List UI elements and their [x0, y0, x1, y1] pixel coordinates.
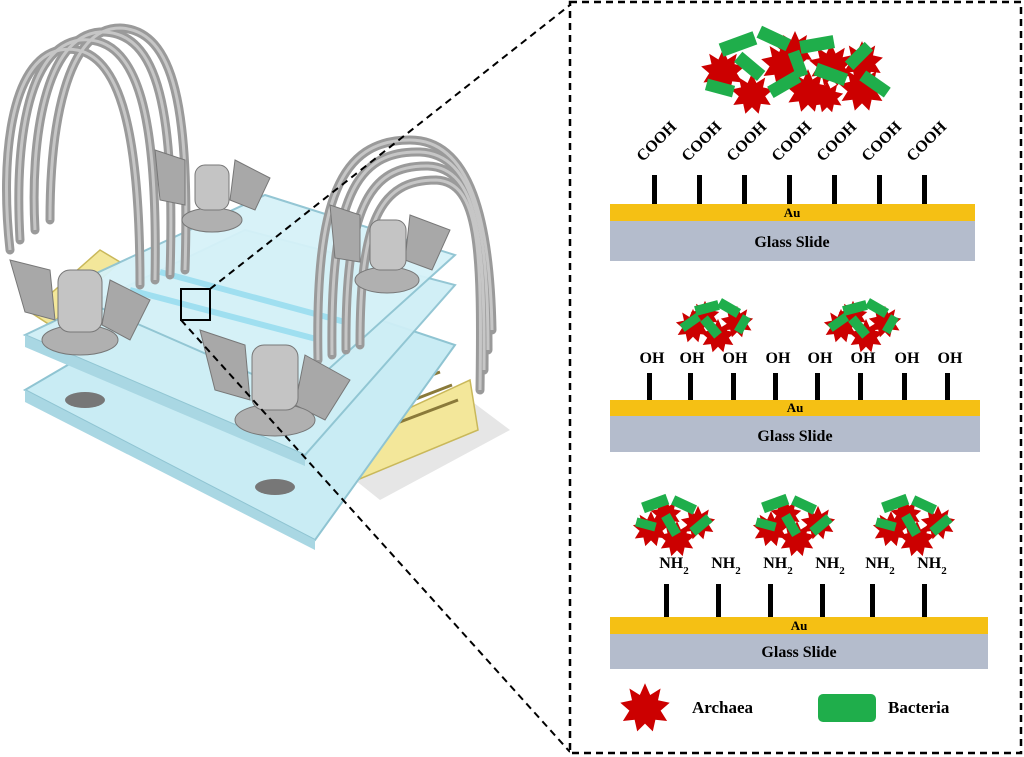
panel-oh: OH OH OH OH OH OH OH OH Au Glass Slide: [610, 298, 980, 452]
glass-slide-label: Glass Slide: [761, 644, 836, 661]
gold-layer: [610, 204, 975, 221]
glass-slide: [610, 221, 975, 261]
biofilm-cluster: [823, 298, 902, 353]
glass-slide: [610, 416, 980, 452]
glass-slide-label: Glass Slide: [757, 428, 832, 445]
functional-group-label: OH: [938, 350, 963, 367]
linker-chains: [664, 584, 927, 617]
glass-slide: [610, 634, 988, 669]
gold-layer: [610, 617, 988, 634]
functional-group-label: OH: [640, 350, 665, 367]
oh-groups: OH OH OH OH OH OH OH OH: [640, 350, 963, 367]
gold-layer-label: Au: [787, 400, 804, 415]
wing-nut-back-left: [154, 149, 271, 233]
functional-group-label: NH2: [711, 555, 741, 577]
functional-group-label: NH2: [763, 555, 793, 577]
zoom-line-bottom: [180, 319, 571, 753]
nh2-groups: NH2 NH2 NH2 NH2 NH2 NH2: [659, 555, 947, 577]
panel-nh2: NH2 NH2 NH2 NH2 NH2 NH2 Au Glass Slide: [610, 493, 988, 669]
biofilm-cluster: [675, 298, 754, 353]
glass-slide-label: Glass Slide: [754, 234, 829, 251]
device-illustration: [2, 4, 571, 753]
functional-group-label: NH2: [659, 555, 689, 577]
functional-group-label: OH: [680, 350, 705, 367]
functional-group-label: OH: [895, 350, 920, 367]
biofilm-cluster: [752, 493, 836, 557]
functional-group-label: NH2: [865, 555, 895, 577]
wing-nut-front-right: [199, 329, 351, 495]
functional-group-label: OH: [723, 350, 748, 367]
zoom-region-box: [180, 288, 211, 321]
legend: Archaea Bacteria: [620, 683, 950, 732]
wing-nut-back-right: [329, 204, 451, 294]
functional-group-label: OH: [766, 350, 791, 367]
gold-layer-label: Au: [791, 618, 808, 633]
zoom-line-top: [209, 4, 571, 290]
biofilm-cluster: [632, 493, 716, 557]
functional-group-label: NH2: [917, 555, 947, 577]
functional-group-label: OH: [808, 350, 833, 367]
linker-chains: [652, 175, 927, 205]
wing-nut-front-left: [9, 259, 151, 408]
biofilm-cluster-large: [701, 25, 891, 114]
biofilm-cluster: [872, 493, 956, 557]
legend-bacteria-label: Bacteria: [888, 698, 950, 717]
gold-layer-label: Au: [784, 205, 801, 220]
linker-chains: [647, 373, 950, 401]
bacteria-legend-icon: [818, 694, 876, 722]
gold-layer: [610, 400, 980, 416]
functional-group-label: OH: [851, 350, 876, 367]
functional-group-label: NH2: [815, 555, 845, 577]
legend-archaea-label: Archaea: [692, 698, 754, 717]
